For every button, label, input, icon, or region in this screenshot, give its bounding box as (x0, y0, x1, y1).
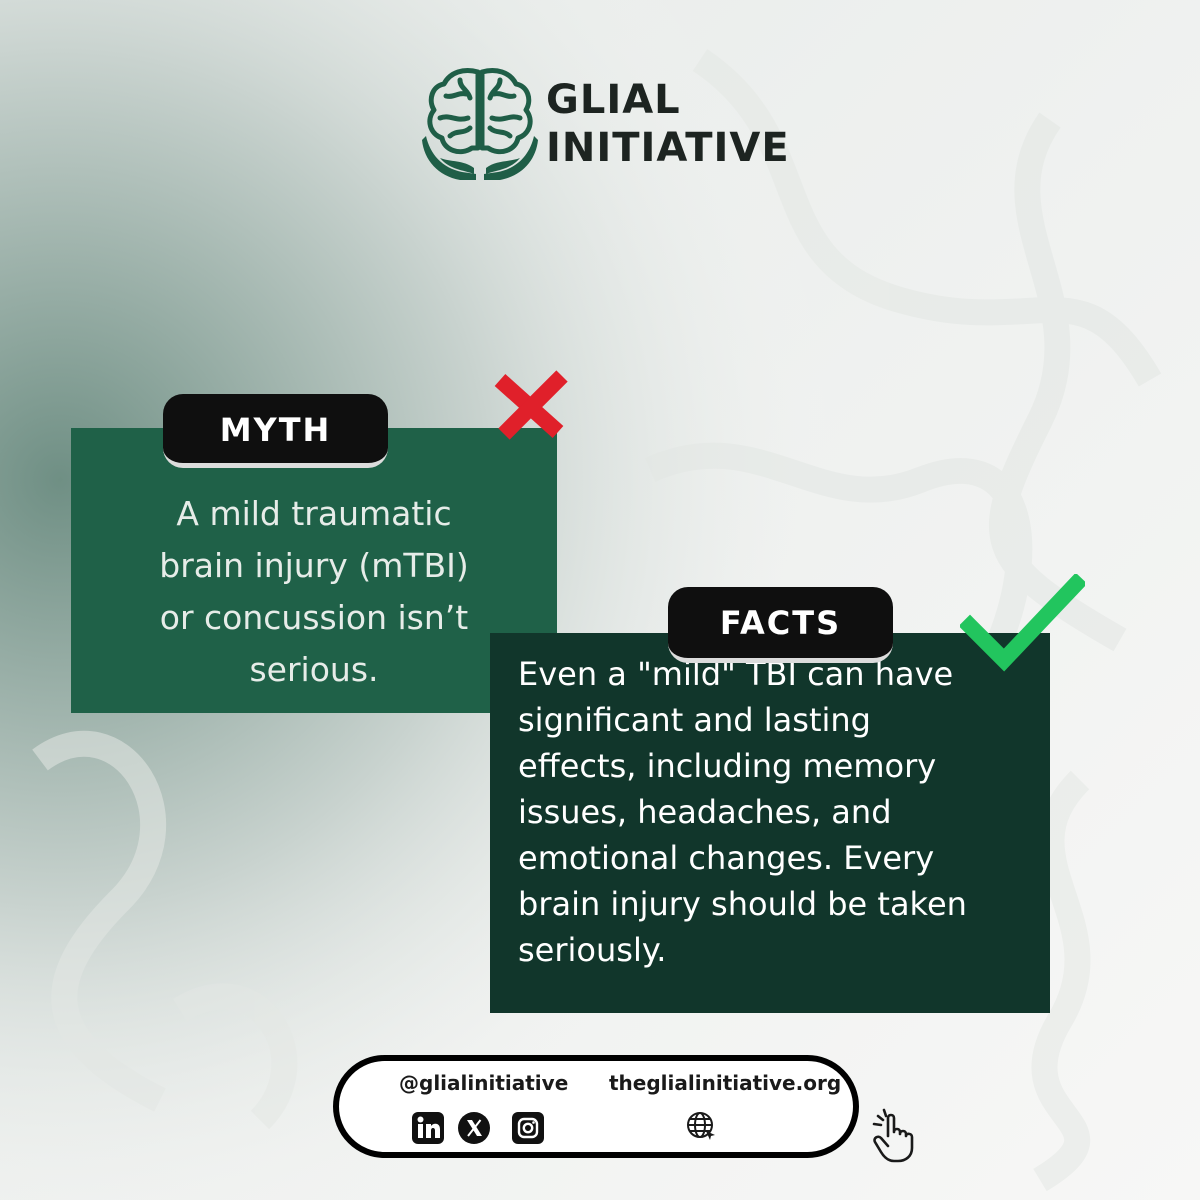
website-link[interactable]: theglialinitiative.org (609, 1071, 842, 1095)
check-mark-icon (960, 574, 1085, 672)
myth-line: brain injury (mTBI) (159, 546, 469, 585)
facts-line: emotional changes. Every (518, 839, 935, 877)
facts-line: brain injury should be taken (518, 885, 967, 923)
facts-line: seriously. (518, 931, 667, 969)
x-icon[interactable] (457, 1111, 491, 1145)
social-handle[interactable]: @glialinitiative (399, 1071, 569, 1095)
facts-statement: Even a "mild" TBI can have significant a… (518, 651, 1030, 973)
linkedin-icon[interactable] (411, 1111, 445, 1145)
myth-label: MYTH (163, 394, 388, 468)
brand-name: GLIAL INITIATIVE (546, 76, 790, 172)
contact-bar: @glialinitiative theglialinitiative.org (333, 1055, 859, 1158)
brand-name-line1: GLIAL (546, 77, 681, 123)
facts-card: Even a "mild" TBI can have significant a… (490, 633, 1050, 1013)
myth-line: or concussion isn’t (159, 598, 469, 637)
facts-line: effects, including memory (518, 747, 937, 785)
globe-icon[interactable] (684, 1109, 718, 1143)
cross-mark-icon (494, 370, 568, 440)
hand-pointer-icon (872, 1108, 914, 1163)
myth-line: serious. (249, 650, 379, 689)
myth-statement: A mild traumatic brain injury (mTBI) or … (91, 488, 537, 696)
brand-logo: GLIAL INITIATIVE (420, 62, 800, 192)
facts-label: FACTS (668, 587, 893, 663)
facts-line: significant and lasting (518, 701, 871, 739)
brain-hands-icon (422, 68, 538, 180)
brand-name-line2: INITIATIVE (546, 125, 790, 171)
instagram-icon[interactable] (511, 1111, 545, 1145)
myth-card: A mild traumatic brain injury (mTBI) or … (71, 428, 557, 713)
facts-line: issues, headaches, and (518, 793, 892, 831)
myth-line: A mild traumatic (176, 494, 452, 533)
